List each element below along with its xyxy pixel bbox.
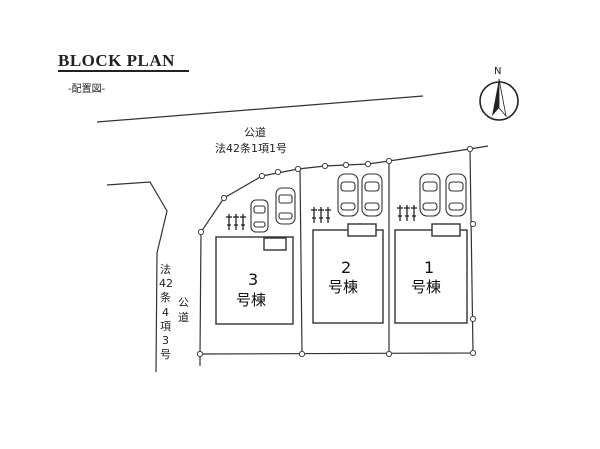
west-road-name: 公 道 [178,296,189,324]
north-label: N [494,66,501,77]
entrance-3 [263,237,287,251]
lot-divider-3-2 [299,167,303,355]
site-boundary [199,148,474,355]
west-road-article: 法 42 条 4 項 3 号 [159,262,173,361]
north-road-article: 法42条1項1号 [215,141,287,155]
boundary-markers [196,145,477,358]
svg-text:道: 道 [178,310,189,324]
svg-text:3: 3 [162,334,169,347]
svg-text:法: 法 [160,262,171,276]
plan-title: BLOCK PLAN [58,51,175,70]
lot-3-number: 3 [248,270,258,289]
lot-2-label: 号棟 [328,278,358,296]
north-arrow-icon: N [479,66,519,121]
plan-subtitle: -配置図- [68,83,106,95]
svg-text:公: 公 [178,296,189,309]
north-road-name: 公道 [244,125,266,139]
building-3 [215,236,294,325]
svg-text:項: 項 [160,320,171,333]
lot-1-number: 1 [424,258,434,277]
svg-text:条: 条 [160,290,171,304]
entrance-1 [431,223,461,237]
svg-text:号: 号 [160,348,171,361]
parking-car-icons [250,173,467,233]
svg-text:42: 42 [159,277,173,290]
north-road-edge [96,95,424,123]
entrance-2 [347,223,377,237]
building-1 [394,229,468,324]
lot-1-label: 号棟 [411,278,441,296]
lot-2-number: 2 [341,258,351,277]
lot-3-label: 号棟 [236,291,266,309]
bicycle-parking-icons [226,205,417,230]
west-road-edge [106,181,168,373]
svg-text:4: 4 [162,306,169,319]
